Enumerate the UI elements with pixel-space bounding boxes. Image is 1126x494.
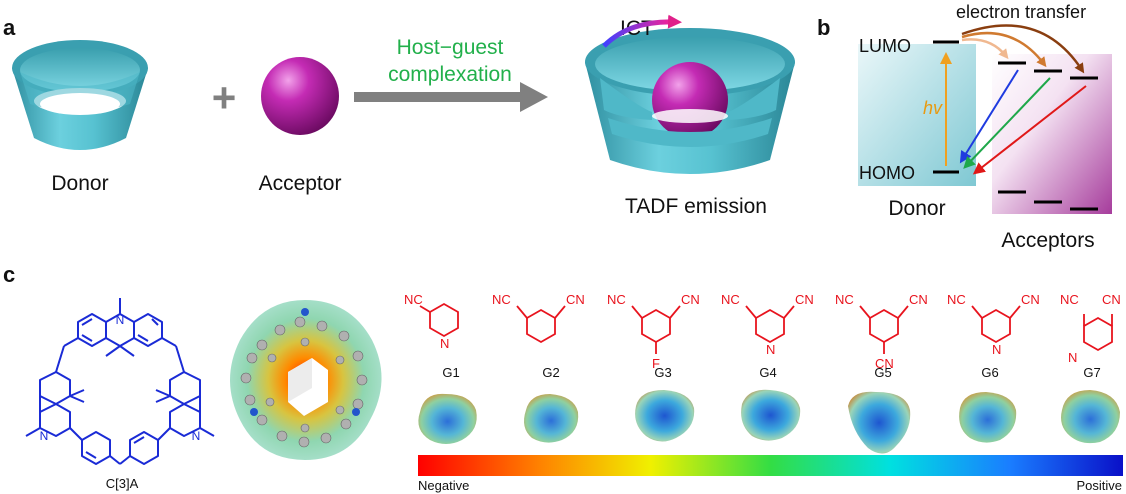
donor-box bbox=[858, 44, 976, 186]
scale-negative-label: Negative bbox=[418, 478, 469, 493]
complexation-arrow bbox=[354, 82, 548, 112]
c3a-structure bbox=[25, 298, 215, 465]
electron-transfer-label: electron transfer bbox=[956, 2, 1086, 22]
g6-nc: NC bbox=[947, 292, 966, 307]
g4-id: G4 bbox=[759, 365, 776, 380]
g7-cn: CN bbox=[1102, 292, 1121, 307]
n-atom-top: N bbox=[116, 313, 125, 327]
esp-color-scale bbox=[418, 455, 1123, 476]
g1-esp bbox=[418, 393, 477, 444]
scale-positive-label: Positive bbox=[1076, 478, 1122, 493]
transfer-arrow-1 bbox=[961, 38, 1009, 60]
g5-cn2: CN bbox=[875, 356, 894, 371]
g3-esp bbox=[635, 390, 695, 442]
host-guest-line2: complexation bbox=[388, 63, 512, 86]
lumo-label: LUMO bbox=[859, 36, 911, 56]
g3-cn: CN bbox=[681, 292, 700, 307]
recombination-green bbox=[963, 77, 1051, 169]
panel-b-acceptors-label: Acceptors bbox=[1001, 229, 1094, 252]
g4-nc: NC bbox=[721, 292, 740, 307]
panel-c-label: c bbox=[3, 262, 15, 287]
ict-arrow bbox=[602, 14, 682, 48]
g3-f: F bbox=[652, 356, 660, 371]
g1-n: N bbox=[440, 336, 449, 351]
g6-esp bbox=[959, 392, 1017, 443]
g2-cn: CN bbox=[566, 292, 585, 307]
guest-ids: G1 G2 G3 G4 G5 G6 G7 bbox=[442, 365, 1100, 380]
complex-cup bbox=[585, 28, 795, 174]
g2-esp bbox=[524, 394, 579, 443]
donor-cup bbox=[12, 40, 148, 150]
g1-id: G1 bbox=[442, 365, 459, 380]
acceptor-sphere bbox=[261, 57, 339, 135]
guest-esp-maps bbox=[418, 389, 1120, 454]
g6-n: N bbox=[992, 342, 1001, 357]
g6-cn: CN bbox=[1021, 292, 1040, 307]
g3-nc: NC bbox=[607, 292, 626, 307]
host-esp-map bbox=[230, 300, 382, 460]
hv-label: hv bbox=[923, 98, 943, 118]
g4-cn: CN bbox=[795, 292, 814, 307]
panel-b-donor-label: Donor bbox=[888, 197, 945, 220]
host-guest-line1: Host−guest bbox=[397, 36, 504, 59]
g7-id: G7 bbox=[1083, 365, 1100, 380]
g7-esp bbox=[1061, 390, 1120, 444]
g5-esp bbox=[848, 391, 911, 454]
g5-cn: CN bbox=[909, 292, 928, 307]
g5-id: G5 bbox=[874, 365, 891, 380]
g7-nc: NC bbox=[1060, 292, 1079, 307]
acceptor-label: Acceptor bbox=[259, 172, 342, 195]
tadf-label: TADF emission bbox=[625, 195, 767, 218]
plus-sign: + bbox=[212, 74, 237, 121]
g2-nc: NC bbox=[492, 292, 511, 307]
guest-group-labels: NC N NC CN NC CN F NC CN N NC CN CN NC N… bbox=[404, 292, 1121, 371]
recombination-red bbox=[972, 85, 1087, 175]
g5-nc: NC bbox=[835, 292, 854, 307]
panel-b-label: b bbox=[817, 15, 830, 40]
g7-n: N bbox=[1068, 350, 1077, 365]
g6-id: G6 bbox=[981, 365, 998, 380]
guest-structures bbox=[419, 302, 1113, 354]
g3-id: G3 bbox=[654, 365, 671, 380]
donor-label: Donor bbox=[51, 172, 108, 195]
g4-n: N bbox=[766, 342, 775, 357]
g1-nc: NC bbox=[404, 292, 423, 307]
n-atom-left: N bbox=[40, 429, 49, 443]
homo-label: HOMO bbox=[859, 163, 915, 183]
g4-esp bbox=[741, 389, 801, 441]
panel-a-label: a bbox=[3, 15, 16, 40]
recombination-blue bbox=[959, 69, 1019, 164]
transfer-arrow-2 bbox=[961, 31, 1047, 68]
c3a-label: C[3]A bbox=[106, 476, 139, 491]
transfer-arrow-3 bbox=[961, 24, 1085, 74]
n-atom-right: N bbox=[192, 429, 201, 443]
g2-id: G2 bbox=[542, 365, 559, 380]
